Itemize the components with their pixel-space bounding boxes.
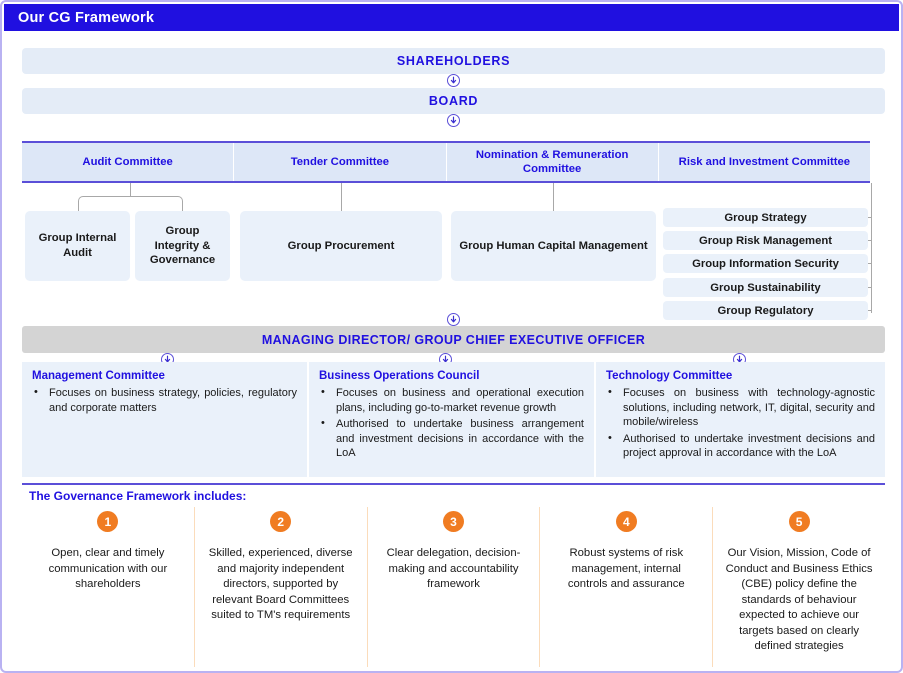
- md-ceo-bar: MANAGING DIRECTOR/ GROUP CHIEF EXECUTIVE…: [22, 326, 885, 353]
- unit-group-human-capital-management[interactable]: Group Human Capital Management: [451, 211, 656, 281]
- committee-tender[interactable]: Tender Committee: [234, 143, 447, 181]
- exco-bullet-list: Focuses on business strategy, policies, …: [32, 385, 297, 415]
- down-arrow-icon: [447, 114, 460, 127]
- page-title: Our CG Framework: [18, 9, 155, 26]
- exco-bullet-list: Focuses on business with technology-agno…: [606, 385, 875, 461]
- exco-bullet: Authorised to undertake business arrange…: [319, 416, 584, 461]
- unit-group-risk-management[interactable]: Group Risk Management: [663, 231, 868, 250]
- governance-badge: 2: [270, 511, 292, 532]
- unit-group-internal-audit[interactable]: Group Internal Audit: [25, 211, 130, 281]
- connector-line: [341, 183, 342, 212]
- connector-line: [871, 183, 872, 313]
- governance-text: Our Vision, Mission, Code of Conduct and…: [725, 547, 873, 653]
- unit-group-integrity-governance[interactable]: Group Integrity & Governance: [135, 211, 230, 281]
- unit-group-sustainability[interactable]: Group Sustainability: [663, 278, 868, 297]
- board-bar: BOARD: [22, 88, 885, 114]
- governance-text: Skilled, experienced, diverse and majori…: [208, 547, 353, 622]
- governance-badge: 4: [615, 511, 637, 532]
- governance-items: 1 Open, clear and timely communication w…: [22, 507, 885, 667]
- connector-line: [130, 183, 131, 197]
- exco-title: Management Committee: [32, 370, 165, 382]
- connector-line: [553, 183, 554, 212]
- board-committees-strip: Audit Committee Tender Committee Nominat…: [22, 141, 870, 183]
- shareholders-bar: SHAREHOLDERS: [22, 48, 885, 74]
- unit-group-information-security[interactable]: Group Information Security: [663, 254, 868, 273]
- exco-panel-management-committee[interactable]: Management Committee Focuses on business…: [22, 362, 307, 477]
- page-header: Our CG Framework: [4, 4, 899, 31]
- md-ceo-label: MANAGING DIRECTOR/ GROUP CHIEF EXECUTIVE…: [261, 332, 646, 347]
- governance-item: 3 Clear delegation, decision-making and …: [368, 507, 541, 667]
- connector-bracket: [78, 196, 183, 212]
- governance-section-title: The Governance Framework includes:: [29, 489, 247, 503]
- exco-bullet: Focuses on business and operational exec…: [319, 385, 584, 415]
- committee-risk-investment[interactable]: Risk and Investment Committee: [678, 155, 851, 168]
- exco-panel-technology-committee[interactable]: Technology Committee Focuses on business…: [596, 362, 885, 477]
- exco-panel-business-operations-council[interactable]: Business Operations Council Focuses on b…: [309, 362, 594, 477]
- exco-title: Technology Committee: [606, 370, 733, 382]
- governance-item: 2 Skilled, experienced, diverse and majo…: [195, 507, 368, 667]
- governance-badge: 5: [788, 511, 810, 532]
- down-arrow-icon: [447, 313, 460, 326]
- governance-text: Clear delegation, decision-making and ac…: [386, 547, 521, 591]
- unit-group-regulatory[interactable]: Group Regulatory: [663, 301, 868, 320]
- exco-bullet: Focuses on business with technology-agno…: [606, 385, 875, 430]
- governance-item: 4 Robust systems of risk management, int…: [540, 507, 714, 667]
- section-divider: [22, 483, 885, 485]
- committee-audit[interactable]: Audit Committee: [22, 143, 235, 181]
- exco-bullet-list: Focuses on business and operational exec…: [319, 385, 584, 461]
- governance-badge: 1: [97, 511, 119, 532]
- governance-text: Open, clear and timely communication wit…: [48, 547, 168, 591]
- exco-bullet: Authorised to undertake investment decis…: [606, 431, 875, 461]
- governance-item: 5 Our Vision, Mission, Code of Conduct a…: [713, 507, 885, 667]
- governance-text: Robust systems of risk management, inter…: [567, 547, 685, 591]
- governance-item: 1 Open, clear and timely communication w…: [22, 507, 195, 667]
- exco-bullet: Focuses on business strategy, policies, …: [32, 385, 297, 415]
- unit-group-procurement[interactable]: Group Procurement: [240, 211, 442, 281]
- committee-nomination-remuneration[interactable]: Nomination & Remuneration Committee: [447, 143, 659, 181]
- down-arrow-icon: [447, 74, 460, 87]
- unit-group-strategy[interactable]: Group Strategy: [663, 208, 868, 227]
- exco-title: Business Operations Council: [319, 370, 480, 382]
- board-label: BOARD: [428, 94, 479, 108]
- shareholders-label: SHAREHOLDERS: [396, 54, 511, 68]
- governance-badge: 3: [442, 511, 464, 532]
